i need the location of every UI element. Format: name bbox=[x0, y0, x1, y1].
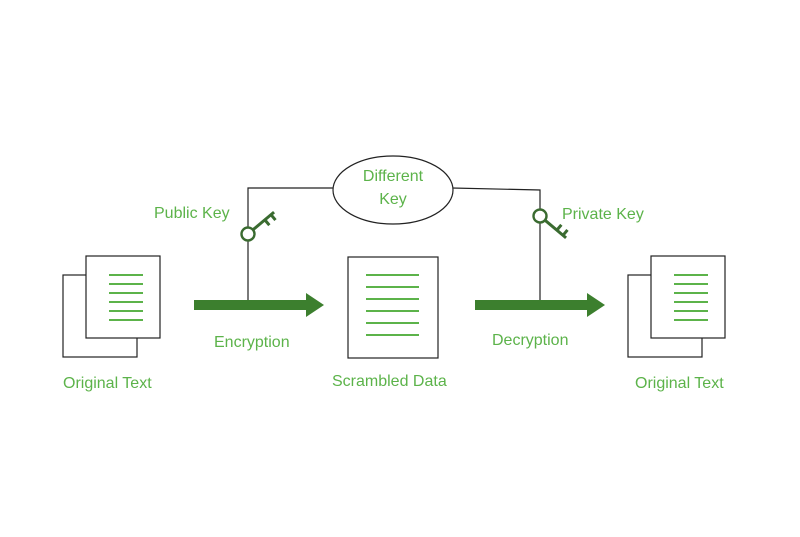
source-document-label: Original Text bbox=[63, 375, 152, 392]
scrambled-document-page bbox=[347, 256, 439, 359]
output-document-label: Original Text bbox=[635, 375, 724, 392]
source-document-stack bbox=[62, 255, 161, 358]
output-document-front bbox=[650, 255, 726, 339]
output-document-lines bbox=[674, 274, 708, 321]
key-connector-lines bbox=[247, 187, 541, 300]
scrambled-document-label: Scrambled Data bbox=[332, 373, 447, 390]
source-document-front bbox=[85, 255, 161, 339]
public-key-label: Public Key bbox=[154, 205, 230, 222]
decryption-label: Decryption bbox=[492, 332, 569, 349]
private-key-label: Private Key bbox=[562, 206, 644, 223]
public-key-connector bbox=[247, 187, 335, 300]
source-document-lines bbox=[109, 274, 143, 321]
key-icon bbox=[532, 208, 569, 240]
different-key-ellipse bbox=[332, 155, 454, 225]
scrambled-document bbox=[347, 256, 439, 359]
different-key-label: Different Key bbox=[332, 165, 454, 211]
different-key-line2: Key bbox=[379, 191, 407, 208]
key-icon bbox=[240, 210, 277, 242]
different-key-line1: Different bbox=[362, 168, 424, 185]
scrambled-document-lines bbox=[366, 274, 419, 336]
decryption-arrow bbox=[475, 293, 605, 317]
encryption-label: Encryption bbox=[214, 334, 290, 351]
encryption-arrow bbox=[194, 293, 324, 317]
private-key-connector bbox=[451, 187, 541, 300]
output-document-stack bbox=[627, 255, 726, 358]
